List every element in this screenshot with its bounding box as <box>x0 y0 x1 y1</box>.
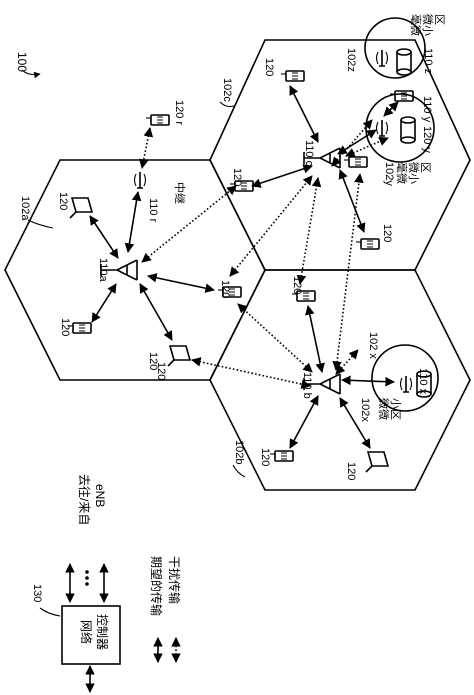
legend-interference-label: 干扰传输 <box>167 556 182 604</box>
figure-number: 100 <box>15 52 29 72</box>
pico-cell-102x-name-line1: 微微 <box>377 398 391 420</box>
network-controller-label-line1: 网络 <box>79 620 94 644</box>
cell-102a-leader <box>27 219 54 229</box>
ue-120-label: 120 <box>381 224 393 242</box>
femto-cell-102y-name-line1: 毫微 <box>395 162 409 184</box>
ellipsis-dot <box>85 570 89 574</box>
network-controller-leader <box>39 607 61 617</box>
femto-node-110z-label: 110 z <box>422 48 434 74</box>
ellipsis-dot <box>85 576 89 580</box>
base-station-110c-label: 110 c <box>303 140 315 167</box>
network-controller-label-line2: 控制器 <box>95 614 109 650</box>
figure-number-arrow <box>21 69 41 79</box>
pico-antenna-110x-icon <box>399 376 413 393</box>
femto-cell-102y-name-line3: 区 <box>419 162 431 173</box>
cell-102b-label: 102b <box>233 440 245 464</box>
pico-node-110x-label: 110 x <box>417 368 429 395</box>
ue-120-label: 120 <box>219 280 231 298</box>
interference-transmission-links <box>138 119 389 389</box>
ue-120-label: 120 <box>57 192 69 210</box>
desired-transmission-links <box>89 85 399 449</box>
ue-120-label: 120 <box>263 58 275 76</box>
femto-node-110y-label: 110 y <box>421 96 433 123</box>
ue-120-label: 120 <box>59 318 71 336</box>
relay-antenna-icon <box>133 172 147 189</box>
ue-phone-icon <box>292 290 316 302</box>
femto-antenna-110z-icon <box>375 50 389 67</box>
ue-phone-icon <box>356 238 380 250</box>
ue-phone-icon <box>68 322 92 334</box>
laptop-icon <box>69 197 94 219</box>
cell-102a-label: 102a <box>19 196 31 221</box>
to-from-enb-line1: 去往/来自 <box>77 474 92 525</box>
laptop-icon <box>365 451 390 473</box>
pico-device-110x-icon <box>416 370 432 398</box>
femto-device-110y-icon <box>400 116 416 144</box>
femto-device-110z-icon <box>396 48 412 76</box>
ellipsis-dot <box>85 582 89 586</box>
femto-cell-102z-label: 102z <box>345 48 357 72</box>
pico-cell-102x-ref: 102 x <box>367 332 379 359</box>
ue-120-label: 120 <box>345 462 357 480</box>
femto-antenna-110y-icon <box>375 120 389 137</box>
ue-120-label: 120 <box>259 448 271 466</box>
cell-102b-leader <box>232 464 246 478</box>
femto-cell-102y-name-line2: 微小 <box>407 162 421 184</box>
to-from-enb-line2: eNB <box>93 484 107 507</box>
laptop-icon <box>167 345 192 367</box>
pico-cell-102x-name-line2: 小区 <box>389 398 402 420</box>
cell-102c-leader <box>219 101 235 108</box>
network-controller-box <box>61 605 121 665</box>
cell-102c-label: 102c <box>221 78 233 102</box>
ue-phone-icon <box>146 114 170 126</box>
ue-120y-label: 120 y <box>421 126 433 153</box>
ue-phone-icon <box>281 70 305 82</box>
base-station-110a-label: 110a <box>97 258 109 283</box>
cell-102c-hexagon <box>209 39 471 271</box>
femto-cell-102z-name-line2: 微小 <box>421 14 435 36</box>
ue-phone-icon <box>270 450 294 462</box>
relay-label: 中继 <box>173 182 186 204</box>
ue-phone-icon <box>218 286 242 298</box>
femto-cell-102y-label: 102y <box>383 162 395 186</box>
femto-cell-102z-name-line3: 区 <box>433 14 445 25</box>
relay-node-110r-label: 110 r <box>147 198 159 223</box>
base-station-110a-icon <box>100 259 138 281</box>
femto-cell-102z-name-line1: 毫微 <box>409 14 423 36</box>
ue-phone-icon <box>390 90 414 102</box>
base-station-110b-label: 110 b <box>301 372 313 399</box>
femto-cell-102z-circle <box>364 17 426 79</box>
ue-120-label: 120 <box>147 352 159 370</box>
pico-cell-102x-label: 102x <box>359 398 371 422</box>
network-controller-ref: 130 <box>31 584 43 602</box>
ue-120-label: 120 <box>155 362 167 380</box>
legend-desired-label: 期望的传输 <box>149 556 164 616</box>
ue-phone-icon <box>344 156 368 168</box>
ue-120r-label: 120 r <box>173 100 185 125</box>
ue-120-label: 120 <box>231 168 243 186</box>
